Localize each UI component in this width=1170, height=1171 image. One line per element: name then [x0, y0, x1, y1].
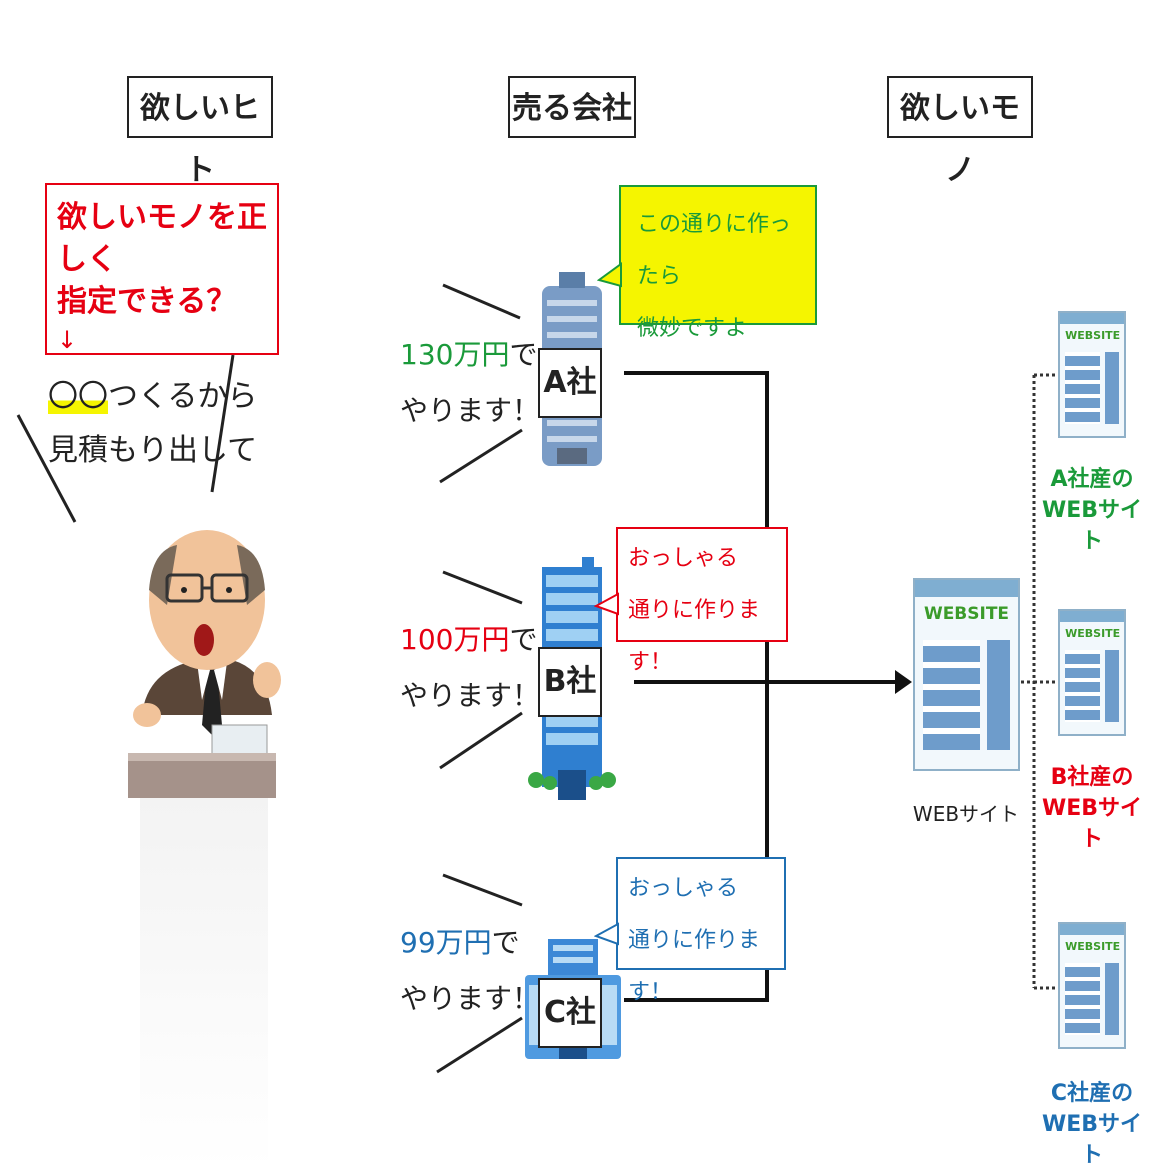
output-b-caption: B社産の WEBサイト — [1032, 762, 1152, 855]
website-caption: WEBサイト — [912, 802, 1020, 826]
company-b-price-line2: やります！ — [400, 679, 541, 712]
speech-line — [439, 711, 523, 770]
company-a-suffix: で — [509, 338, 538, 371]
company-c-amount: 99万円 — [400, 926, 492, 959]
bubble-tail — [594, 922, 619, 946]
podium-base — [140, 798, 268, 1170]
output-website-c-icon: WEBSITE — [1058, 922, 1126, 1049]
company-a-bubble: この通りに作ったら 微妙ですよ — [619, 185, 817, 341]
question-line-2: 指定できる？ — [57, 284, 237, 319]
speech-line — [436, 1016, 523, 1074]
speaker-illustration — [128, 530, 281, 798]
bubble-tail — [597, 262, 622, 288]
company-c-suffix: で — [491, 926, 520, 959]
speech-line — [439, 428, 523, 484]
company-c-bubble: おっしゃる 通りに作ります！ — [616, 857, 786, 1005]
output-website-b-icon: WEBSITE — [1058, 609, 1126, 736]
company-a-label: A社 — [538, 348, 602, 418]
company-c-bubble-line2: 通りに作ります！ — [628, 928, 761, 1005]
output-logo-b: WEBSITE — [1065, 626, 1121, 640]
company-b-bubble-line2: 通りに作ります！ — [628, 598, 761, 675]
company-b-amount: 100万円 — [400, 623, 510, 656]
company-a-amount: 130万円 — [400, 338, 510, 371]
company-b-label: B社 — [538, 647, 602, 717]
output-a-line2: WEBサイト — [1041, 498, 1143, 554]
output-logo-c: WEBSITE — [1065, 939, 1121, 953]
speech-line-2: 見積もり出して — [48, 433, 258, 468]
company-b-bubble-line1: おっしゃる — [628, 546, 739, 571]
company-c-bubble-line1: おっしゃる — [628, 876, 739, 901]
buyer-question-box: 欲しいモノを正しく 指定できる？ ↓ — [45, 183, 279, 355]
speech-line — [442, 283, 521, 320]
company-c-price-line2: やります！ — [400, 982, 541, 1015]
buyer-speech: 〇〇つくるから 見積もり出して — [48, 370, 257, 478]
header-product: 欲しいモノ — [887, 76, 1033, 188]
company-a-connector — [624, 371, 769, 1002]
company-b-price: 100万円で やります！ — [400, 612, 540, 724]
bubble-tail — [594, 592, 619, 616]
question-arrow: ↓ — [57, 326, 78, 354]
company-a-bubble-line1: この通りに作ったら — [637, 212, 792, 289]
speech-line — [210, 354, 235, 493]
company-a-bubble-line2: 微妙ですよ — [637, 316, 748, 341]
header-seller: 売る会社 — [508, 76, 636, 138]
header-buyer: 欲しいヒト — [127, 76, 273, 188]
output-a-caption: A社産の WEBサイト — [1032, 464, 1152, 557]
company-a-price-line2: やります！ — [400, 394, 541, 427]
speech-highlight: 〇〇 — [48, 379, 108, 414]
company-b-suffix: で — [509, 623, 538, 656]
output-website-a-icon: WEBSITE — [1058, 311, 1126, 438]
arrow-right-icon — [895, 670, 912, 694]
website-icon: WEBSITE — [913, 578, 1020, 771]
company-c-label: C社 — [538, 978, 602, 1048]
output-a-line1: A社産の — [1050, 467, 1134, 492]
output-c-caption: C社産の WEBサイト — [1032, 1078, 1152, 1171]
output-c-line1: C社産の — [1050, 1081, 1134, 1106]
question-line-1: 欲しいモノを正しく — [57, 200, 267, 277]
speech-line — [442, 873, 523, 907]
output-logo-a: WEBSITE — [1065, 328, 1121, 342]
speech-line — [16, 414, 77, 523]
speech-line-1: つくるから — [108, 379, 258, 414]
company-b-bubble: おっしゃる 通りに作ります！ — [616, 527, 788, 675]
output-b-line1: B社産の — [1050, 765, 1134, 790]
speech-line — [442, 570, 523, 605]
output-b-line2: WEBサイト — [1041, 796, 1143, 852]
output-c-line2: WEBサイト — [1041, 1112, 1143, 1168]
website-logo: WEBSITE — [923, 603, 1010, 624]
company-c-price: 99万円で やります！ — [400, 915, 540, 1027]
company-a-price: 130万円で やります！ — [400, 327, 540, 439]
